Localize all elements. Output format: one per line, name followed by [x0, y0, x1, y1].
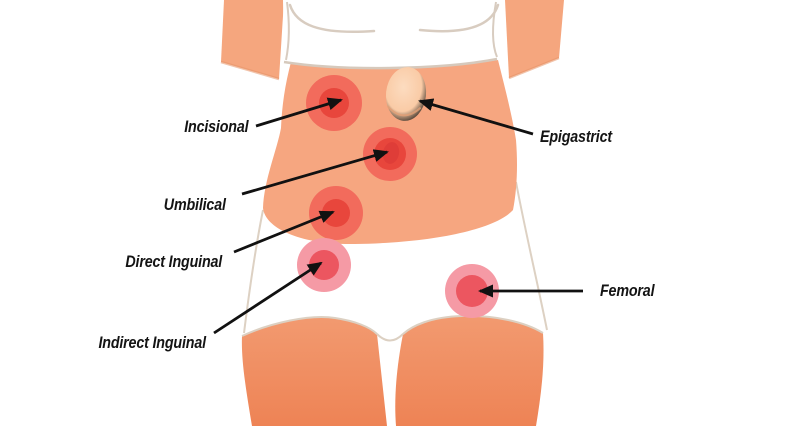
femoral-spot-marker: [445, 264, 499, 318]
left-arm: [221, 0, 284, 79]
label-femoral: Femoral: [600, 281, 655, 300]
direct-inguinal-arrow: [233, 210, 335, 254]
indirect-inguinal-arrow: [213, 261, 323, 335]
right-breast-contour: [418, 3, 500, 33]
shorts-crotch-hem: [376, 333, 404, 342]
label-indirect-inguinal: Indirect Inguinal: [98, 333, 207, 352]
bra-top: [283, 0, 498, 69]
shorts-left-seam: [243, 209, 264, 334]
right-arm-edge: [508, 56, 560, 80]
incisional-arrow: [255, 97, 343, 128]
bra-left-seam: [285, 1, 290, 61]
right-arm: [505, 0, 564, 78]
epigastric-bump: [385, 67, 427, 121]
left-arm-edge: [220, 60, 280, 81]
direct-inguinal-spot-marker: [309, 186, 363, 240]
label-direct-inguinal: Direct Inguinal: [125, 252, 222, 271]
bra-right-seam: [492, 1, 498, 58]
left-breast-contour: [288, 3, 376, 33]
bra-bottom-edge: [283, 57, 498, 70]
indirect-inguinal-spot-marker: [297, 238, 351, 292]
label-incisional: Incisional: [183, 117, 248, 136]
umbilical-arrow: [241, 149, 389, 196]
right-leg: [395, 315, 544, 426]
label-epigastrict: Epigastrict: [540, 127, 612, 146]
left-leg: [241, 317, 387, 426]
shorts-left-hem: [241, 316, 378, 337]
label-umbilical: Umbilical: [164, 195, 226, 214]
umbilical-spot-marker: [363, 127, 417, 181]
shorts-right-seam: [515, 181, 548, 331]
epigastrict-arrow: [418, 98, 534, 136]
